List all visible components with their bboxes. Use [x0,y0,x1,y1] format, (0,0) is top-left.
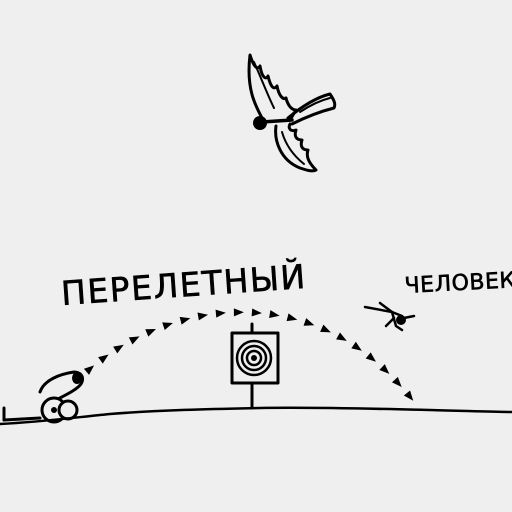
trajectory-arrowhead [365,352,376,362]
trajectory-arrowhead [379,364,390,374]
trajectory-arrowhead [251,308,262,317]
flying-human-icon [363,301,416,332]
comic-title: ПЕРЕЛЕТНЫЙ [60,256,308,313]
trajectory-arrowhead [403,390,414,401]
trajectory-arrowhead [179,316,191,325]
trajectory-arrowhead [162,322,173,330]
trajectory-arrowheads [83,308,414,401]
trajectory-arrowhead [215,309,226,318]
cannon-icon [2,370,84,424]
trajectory-arrowhead [320,324,331,333]
trajectory-arrowhead [233,308,244,317]
trajectory-arrowhead [336,332,347,341]
ground-line [0,406,512,426]
trajectory-arrowhead [351,341,362,351]
trajectory-arrowhead [303,318,315,326]
trajectory-arrowhead [197,312,209,321]
trajectory-arrowhead [83,365,95,375]
trajectory-arrowhead [145,329,157,337]
bird-human-icon [247,53,337,173]
trajectory-arrowhead [269,310,280,319]
trajectory-arrowhead [128,336,140,345]
trajectory-arrowhead [391,376,402,387]
comic-subtitle: ЧЕЛОВЕК [404,268,512,299]
trajectory-arrowhead [113,344,124,354]
trajectory-arrowhead [98,354,109,364]
trajectory-arrowhead [286,313,298,322]
target-icon [230,322,280,410]
